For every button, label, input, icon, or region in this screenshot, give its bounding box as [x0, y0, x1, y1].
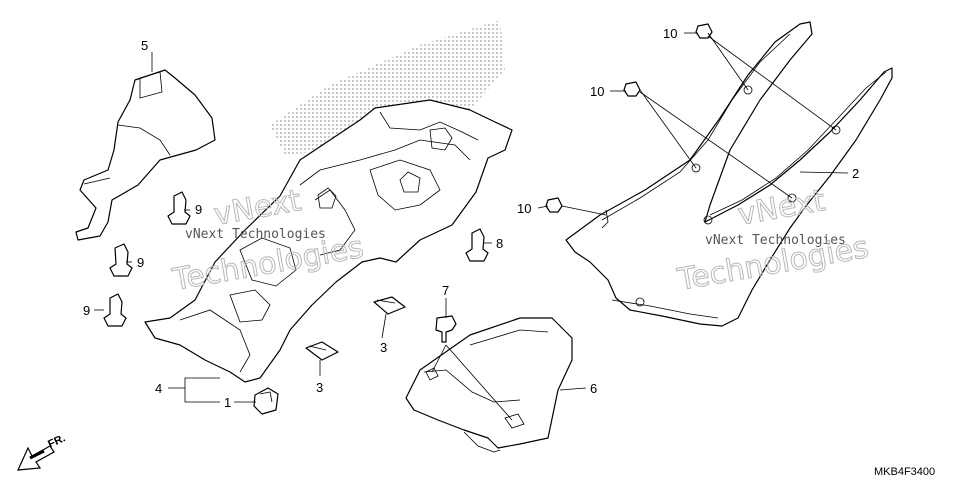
- watermark-small-left: vNext Technologies: [185, 227, 326, 242]
- callout-3-upper: 3: [380, 340, 387, 355]
- watermark-small-right: vNext Technologies: [705, 233, 846, 248]
- part-5-bracket: [75, 69, 216, 241]
- diagram-code: MKB4F3400: [874, 466, 935, 478]
- callout-10-bottom: 10: [517, 201, 531, 216]
- part-6-cover: [405, 317, 573, 453]
- callout-10-top: 10: [663, 26, 677, 41]
- callout-6: 6: [590, 381, 597, 396]
- callout-9-lower: 9: [83, 303, 90, 318]
- part-3-rubber-pad-upper: [373, 296, 406, 315]
- part-8-clip: [465, 228, 489, 262]
- part-9-clip-upper: [167, 191, 191, 225]
- part-1-nut: [253, 387, 279, 415]
- callout-1: 1: [224, 395, 231, 410]
- callout-8: 8: [496, 236, 503, 251]
- callout-2: 2: [852, 166, 859, 181]
- front-direction-label: FR.: [46, 432, 67, 450]
- watermark-vnext-right: vNext: [735, 183, 828, 233]
- part-10-clip-middle: [623, 81, 641, 97]
- part-2-side-cowl: [565, 21, 893, 327]
- part-10-clip-top: [695, 23, 713, 39]
- part-10-clip-bottom: [545, 197, 563, 213]
- callout-9-upper: 9: [195, 202, 202, 217]
- callout-3-lower: 3: [316, 380, 323, 395]
- part-9-clip-middle: [109, 243, 133, 277]
- dotted-seat-area: [270, 20, 505, 155]
- leader-lines: [94, 32, 849, 421]
- callout-5: 5: [141, 38, 148, 53]
- callout-7: 7: [442, 283, 449, 298]
- callout-9-middle: 9: [137, 255, 144, 270]
- part-9-clip-lower: [103, 293, 127, 327]
- part-7-bolt: [435, 315, 457, 343]
- front-direction-arrow-icon: [17, 445, 55, 471]
- part-1-rear-fender: [144, 99, 513, 383]
- callout-4: 4: [155, 381, 162, 396]
- callout-10-middle: 10: [590, 84, 604, 99]
- part-3-rubber-pad-lower: [305, 341, 339, 361]
